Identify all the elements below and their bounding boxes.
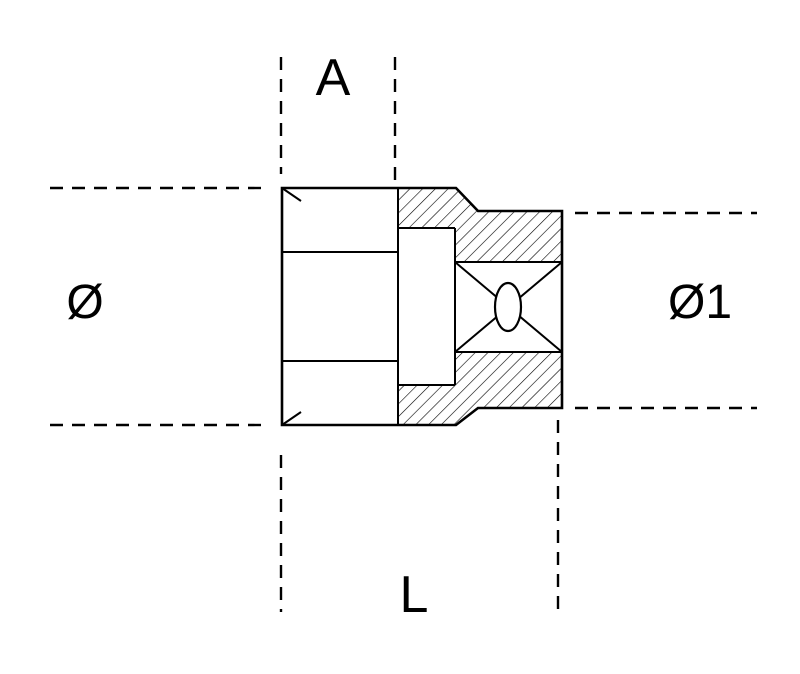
hatch-area-bottom	[398, 352, 562, 425]
dim-label-l: L	[400, 566, 429, 624]
hex-opening	[281, 187, 399, 426]
hex-chamfer-top	[281, 187, 302, 202]
socket-drawing	[280, 186, 564, 427]
dim-label-a: A	[316, 49, 351, 107]
dimension-lines	[50, 57, 757, 612]
dim-label-diameter-1: Ø1	[668, 276, 732, 329]
socket-body-outline	[280, 186, 564, 427]
detent-ball-hole	[493, 281, 523, 333]
square-drive	[454, 261, 563, 353]
hex-chamfer-bottom	[281, 411, 302, 426]
hatch-area-top	[398, 188, 562, 262]
inner-step	[398, 227, 456, 386]
dim-label-diameter: Ø	[66, 276, 103, 329]
